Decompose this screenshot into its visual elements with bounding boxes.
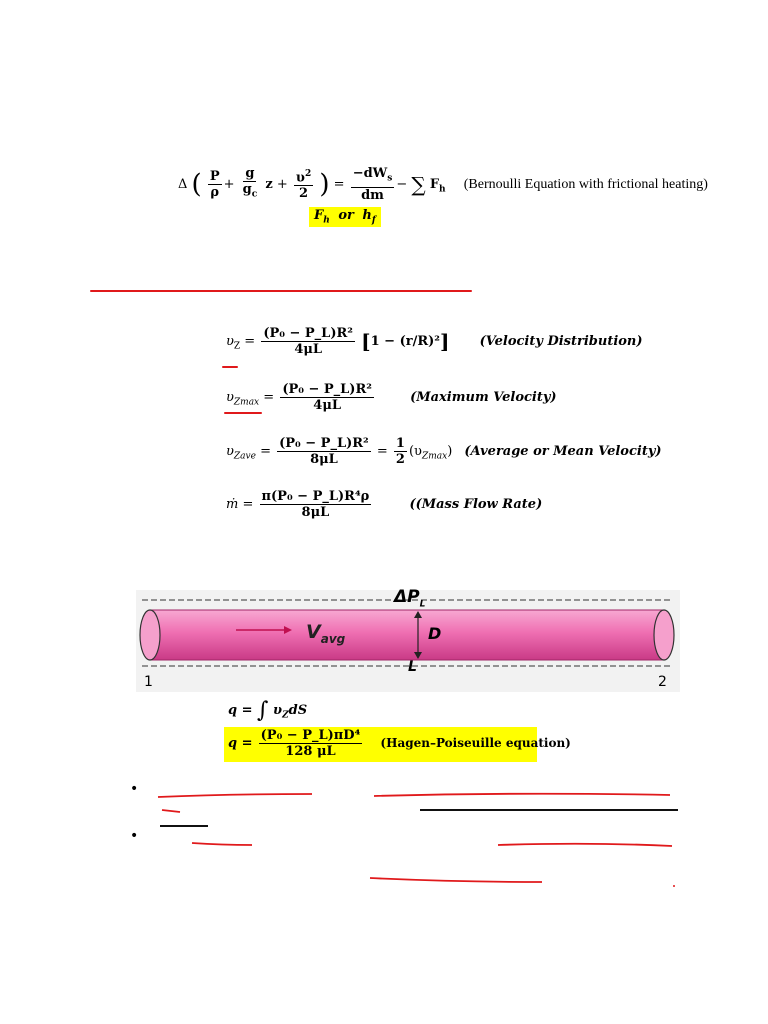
delta-pl-label: ΔPL bbox=[394, 587, 426, 610]
red-divider-line bbox=[90, 290, 472, 292]
red-underline-vz bbox=[222, 366, 238, 368]
pipe-body bbox=[145, 609, 669, 661]
vavg-label: Vavg bbox=[306, 621, 346, 646]
flow-arrow-head bbox=[284, 626, 292, 634]
red-dot bbox=[673, 885, 675, 887]
highlight-fh-hf: Fh or hf bbox=[309, 207, 381, 227]
length-label: L bbox=[408, 659, 417, 675]
end-label-2: 2 bbox=[658, 674, 667, 690]
average-velocity-caption: (Average or Mean Velocity) bbox=[464, 444, 662, 459]
red-underline-vzmax bbox=[224, 412, 262, 414]
hagen-poiseuille-caption: (Hagen–Poiseuille equation) bbox=[380, 736, 571, 750]
velocity-distribution-caption: (Velocity Distribution) bbox=[479, 334, 643, 349]
diameter-label: D bbox=[428, 624, 442, 643]
red-stroke-2 bbox=[373, 792, 671, 797]
bullet-2: • bbox=[130, 828, 139, 844]
end-label-1: 1 bbox=[144, 674, 153, 690]
pipe-end-right bbox=[653, 609, 675, 661]
mass-flow-rate-caption: ((Mass Flow Rate) bbox=[409, 497, 543, 512]
pipe-end-left bbox=[139, 609, 161, 661]
bullet-1: • bbox=[130, 781, 139, 797]
red-stroke-4 bbox=[191, 842, 253, 846]
maximum-velocity-caption: (Maximum Velocity) bbox=[410, 390, 557, 405]
red-stroke-3 bbox=[161, 809, 181, 813]
red-stroke-5 bbox=[497, 842, 673, 847]
delta-symbol: Δ bbox=[178, 176, 188, 192]
flow-integral-equation: q = ∫ υZdS bbox=[228, 698, 308, 723]
bernoulli-caption: (Bernoulli Equation with frictional heat… bbox=[463, 176, 708, 192]
pipe-diagram: ΔPL Vavg D L 1 2 bbox=[136, 587, 680, 692]
red-stroke-6 bbox=[369, 877, 543, 883]
red-stroke-1 bbox=[157, 793, 313, 798]
pipe-svg bbox=[139, 599, 675, 667]
handwritten-marks bbox=[157, 792, 678, 887]
